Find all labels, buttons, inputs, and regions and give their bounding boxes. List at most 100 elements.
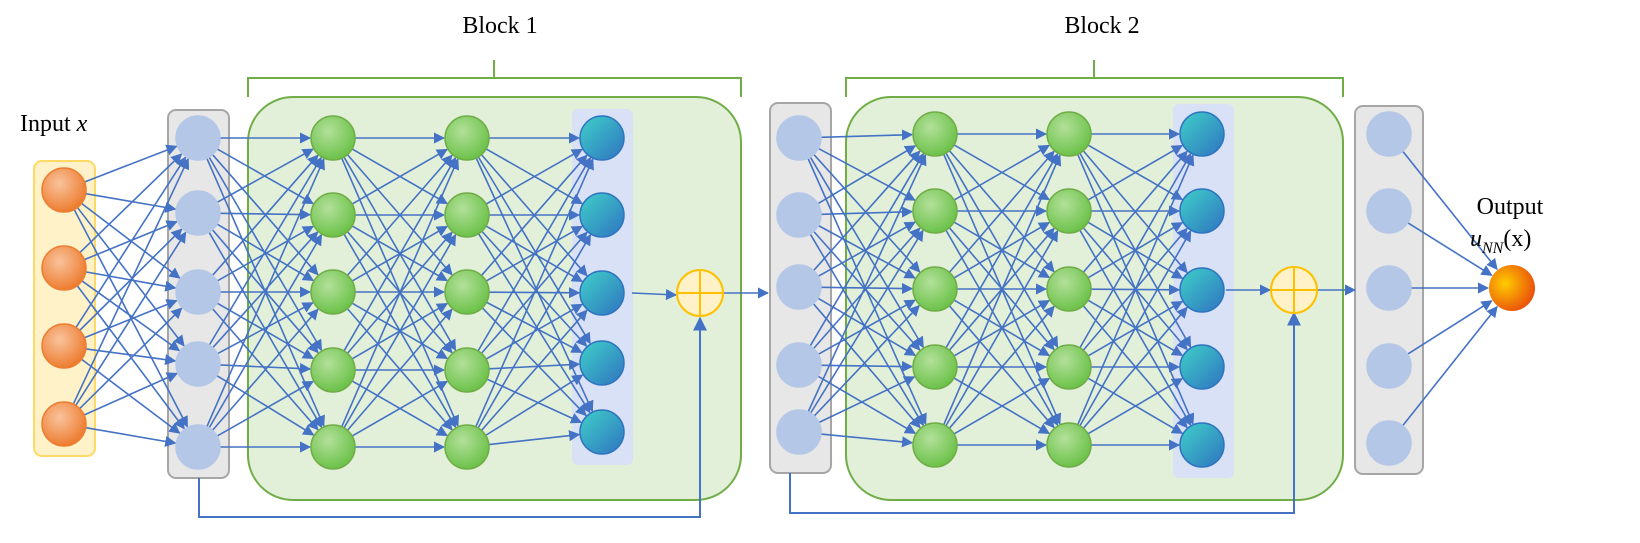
connection-edge	[485, 374, 584, 437]
connection-edge	[948, 150, 1055, 273]
connection-edge	[208, 233, 323, 429]
hidden-neuron-b	[776, 409, 822, 455]
summation-node-2	[1270, 266, 1318, 314]
input-neuron	[41, 167, 87, 213]
block2-neuron-2	[1046, 188, 1092, 234]
hidden-neuron-b	[776, 342, 822, 388]
connection-edge	[818, 376, 916, 424]
connection-edge	[817, 145, 917, 205]
connection-edge	[85, 192, 177, 213]
connection-edge	[820, 433, 914, 448]
connection-edge	[488, 359, 581, 371]
connection-edge	[72, 157, 190, 405]
connection-edge	[211, 229, 319, 354]
hidden-neuron-c	[1366, 188, 1412, 234]
connection-edge	[84, 144, 178, 183]
connection-edge	[1082, 306, 1188, 429]
connection-edge	[813, 304, 920, 417]
skip-connection-1	[198, 316, 707, 518]
block2-output-neuron	[1179, 111, 1225, 157]
connection-edge	[477, 233, 592, 429]
hidden-neuron-c	[1366, 343, 1412, 389]
connection-edge	[81, 280, 181, 352]
connection-edge	[477, 156, 592, 352]
connection-edge	[1079, 153, 1192, 349]
connection-edge	[76, 285, 185, 430]
connection-edge	[481, 230, 588, 347]
block2-neuron-1	[912, 266, 958, 312]
block-2-brace	[845, 60, 1344, 97]
input-label-word: Input	[20, 111, 77, 137]
connection-edge	[480, 309, 588, 431]
output-edge	[1402, 150, 1498, 271]
connection-edge	[343, 233, 457, 429]
block2-neuron-2	[1046, 266, 1092, 312]
connection-edge	[75, 156, 187, 328]
connection-edge	[84, 220, 178, 261]
connection-edge	[346, 154, 453, 276]
output-function-label: uNN(x)	[1470, 226, 1531, 257]
hidden-neuron-b	[776, 115, 822, 161]
input-neuron	[41, 323, 87, 369]
connection-edge	[219, 362, 312, 375]
neurons	[41, 111, 1412, 470]
connection-edge	[820, 206, 914, 218]
block1-neuron-1	[310, 269, 356, 315]
block-1-label: Block 1	[462, 13, 537, 39]
output-function-argument: (x)	[1503, 226, 1531, 252]
connection-edge	[341, 158, 459, 428]
connection-edge	[216, 225, 314, 282]
block1-neuron-2	[444, 115, 490, 161]
connection-edge	[948, 305, 1055, 429]
block2-output-neuron	[1179, 267, 1225, 313]
block2-neuron-1	[912, 344, 958, 390]
connection-edge	[216, 374, 315, 436]
block-2-label: Block 2	[1064, 13, 1139, 39]
connection-edge	[481, 307, 587, 417]
hidden-neuron-a	[175, 341, 221, 387]
block2-neuron-2	[1046, 344, 1092, 390]
connection-edge	[216, 148, 314, 204]
connection-edge	[953, 377, 1051, 435]
block2-neuron-1	[912, 422, 958, 468]
connection-edge	[346, 308, 453, 431]
output-label: Output	[1477, 194, 1544, 220]
connection-edge	[817, 299, 916, 355]
block1-output-neuron	[579, 340, 625, 386]
block1-neuron-2	[444, 347, 490, 393]
block1-neuron-1	[310, 424, 356, 470]
block1-neuron-2	[444, 192, 490, 238]
connection-edge	[953, 144, 1051, 201]
connection-edge	[809, 152, 925, 347]
connection-edge	[216, 380, 314, 437]
block1-output-neuron	[579, 270, 625, 316]
input-neuron	[41, 245, 87, 291]
block1-neuron-1	[310, 192, 356, 238]
block1-neuron-2	[444, 424, 490, 470]
output-edge	[1407, 221, 1493, 276]
connection-edge	[351, 148, 449, 205]
block2-neuron-1	[912, 188, 958, 234]
connection-edge	[475, 158, 594, 428]
skip-connection-2	[789, 311, 1301, 514]
connection-edge	[81, 358, 181, 434]
block1-neuron-2	[444, 269, 490, 315]
connection-edge	[1082, 150, 1188, 273]
output-function-subscript: NN	[1481, 240, 1505, 257]
connection-edge	[813, 150, 921, 272]
connection-edge	[85, 348, 177, 366]
connection-edge	[807, 153, 927, 413]
hidden-neuron-b	[776, 192, 822, 238]
hidden-neuron-a	[175, 269, 221, 315]
connection-edge	[809, 229, 924, 414]
hidden-neuron-a	[175, 190, 221, 236]
block1-neuron-1	[310, 347, 356, 393]
connection-edge	[1087, 377, 1184, 435]
block2-output-neuron	[1179, 188, 1225, 234]
connections	[72, 128, 1498, 453]
connection-edge	[809, 233, 924, 427]
connection-edge	[79, 153, 183, 254]
input-label: Input x	[20, 111, 88, 137]
block1-output-neuron	[579, 409, 625, 455]
